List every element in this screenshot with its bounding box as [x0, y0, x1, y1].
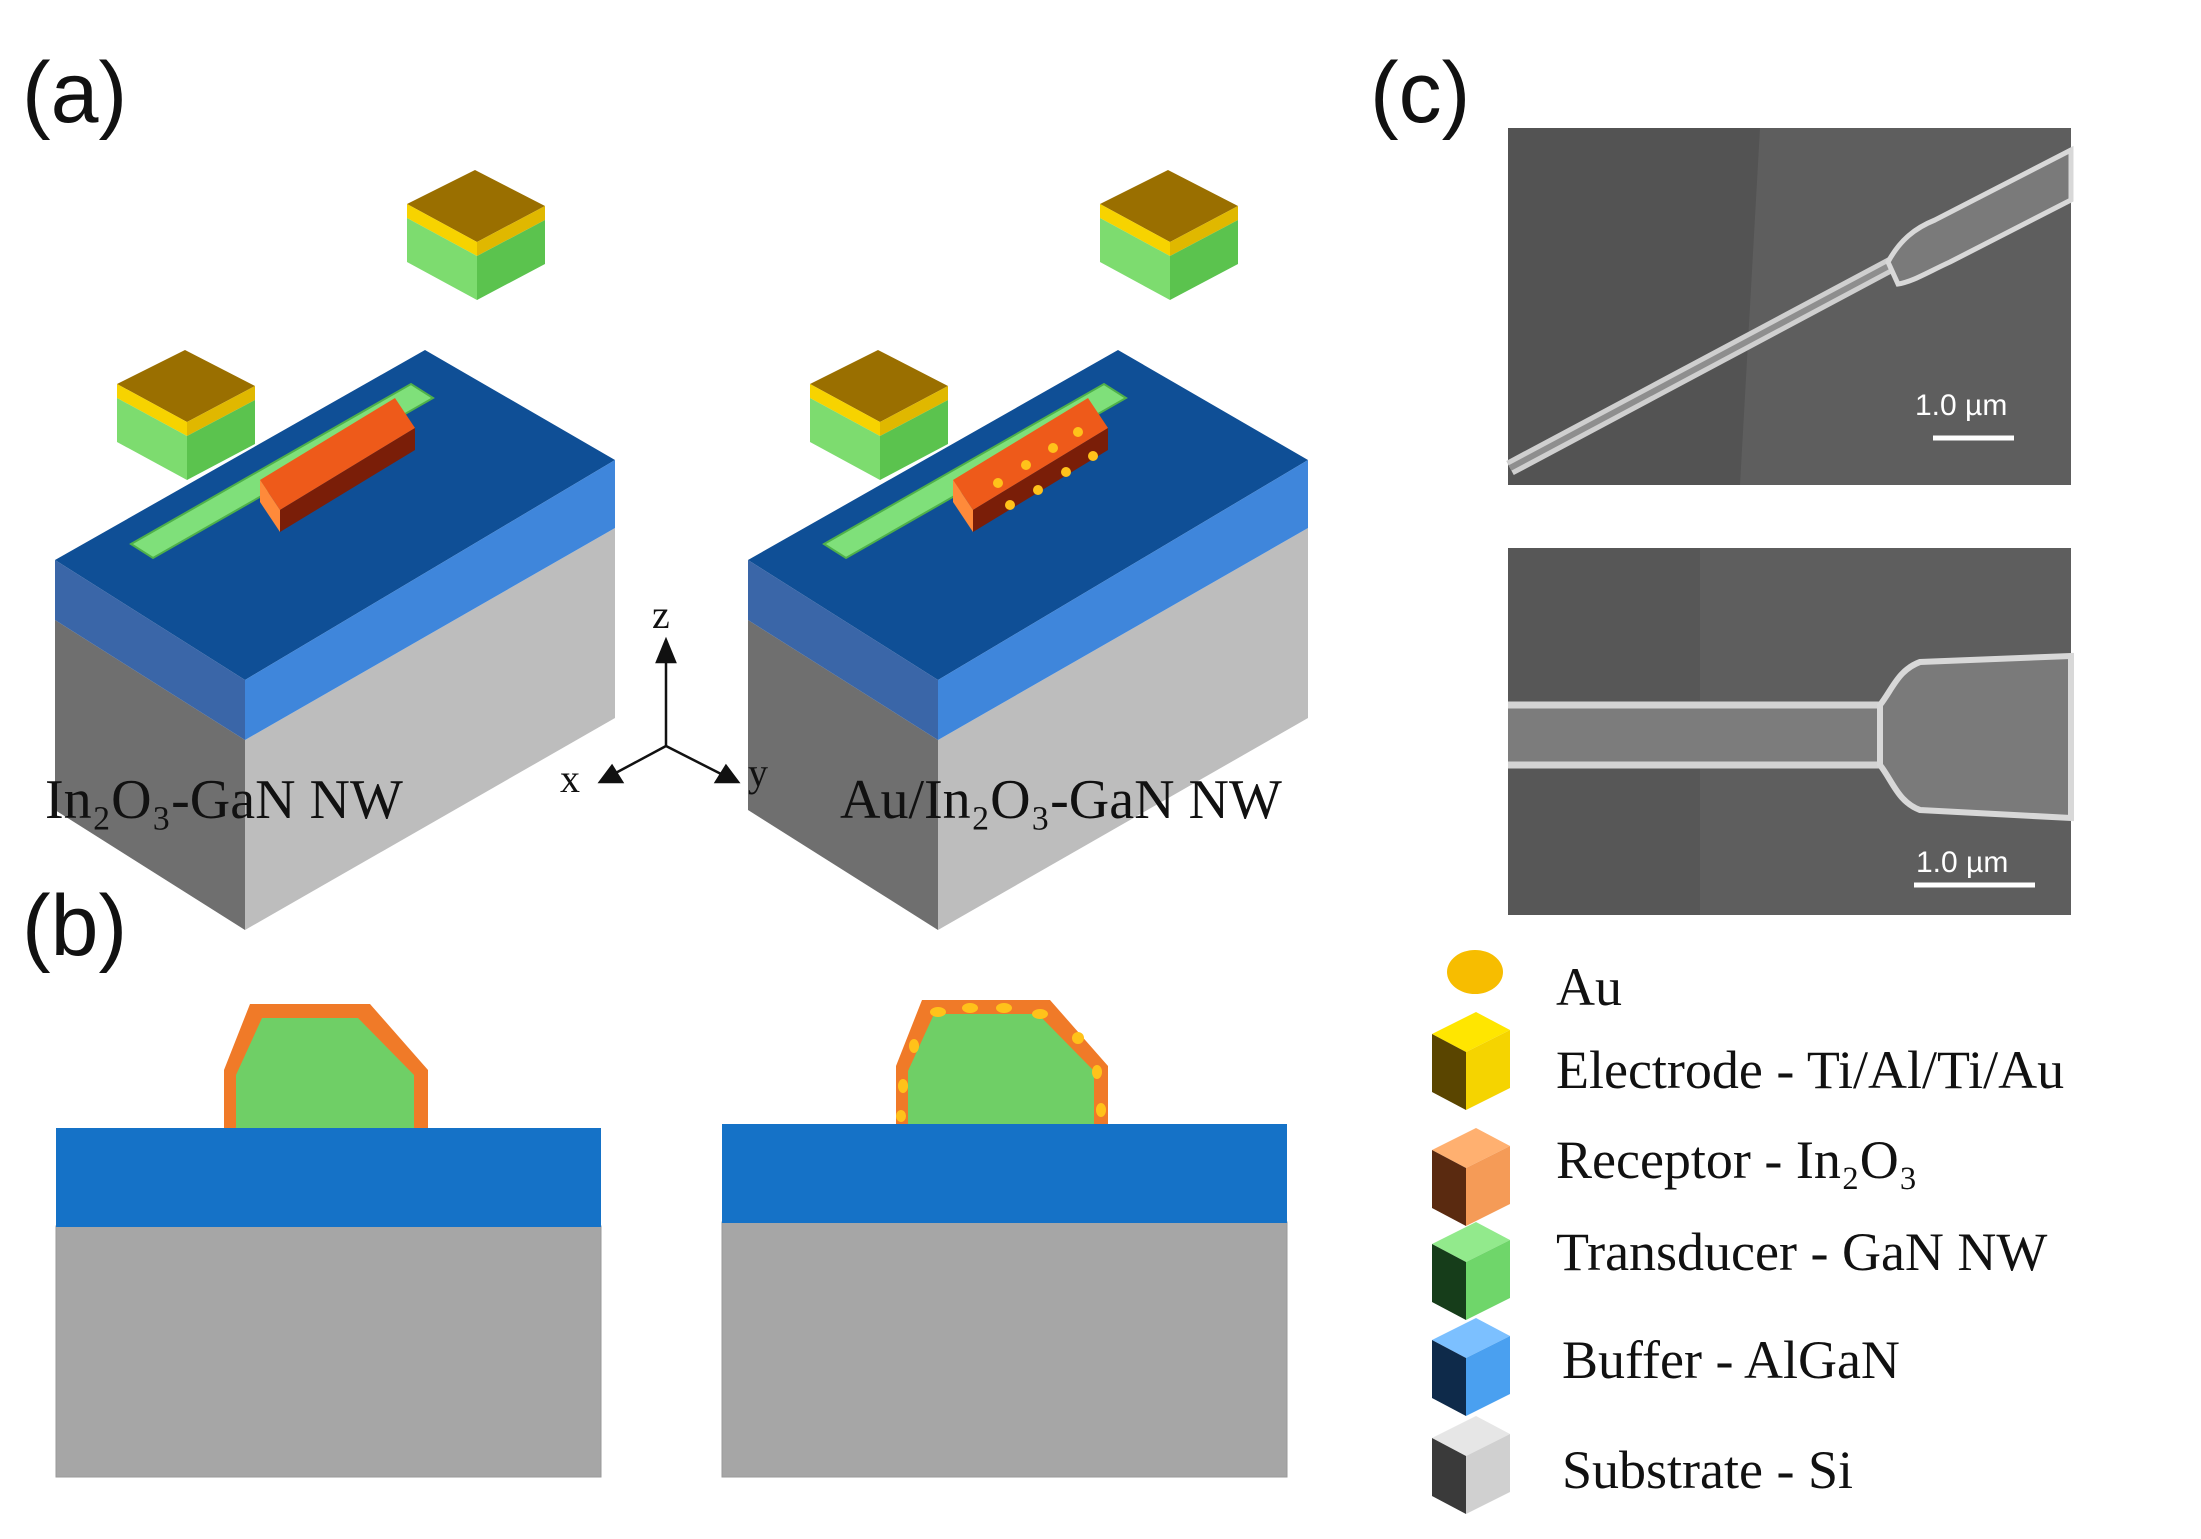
legend: Au Electrode - Ti/Al/Ti/Au Receptor - In… — [1432, 950, 2064, 1514]
sem-image-top: 1.0 µm — [1506, 128, 2074, 485]
axis-y-label: y — [748, 750, 768, 795]
blue-cube-icon — [1432, 1318, 1510, 1416]
panel-label-a: (a) — [22, 45, 127, 141]
legend-label-buffer: Buffer - AlGaN — [1562, 1330, 1900, 1390]
scale-bar-label-top: 1.0 µm — [1915, 389, 2007, 422]
green-cube-icon — [1432, 1222, 1510, 1320]
yellow-cube-icon — [1432, 1012, 1510, 1110]
legend-label-electrode: Electrode - Ti/Al/Ti/Au — [1556, 1040, 2064, 1100]
au-particles-2d — [896, 1003, 1106, 1122]
gray-cube-icon — [1432, 1416, 1510, 1514]
legend-label-transducer: Transducer - GaN NW — [1556, 1222, 2047, 1282]
legend-label-substrate: Substrate - Si — [1562, 1440, 1853, 1500]
axis-z-label: z — [652, 592, 670, 637]
legend-label-receptor: Receptor - In₂O₃ — [1556, 1130, 1918, 1190]
sem-image-bottom: 1.0 µm — [1508, 548, 2074, 915]
panel-label-c: (c) — [1370, 45, 1470, 141]
orange-cube-icon — [1432, 1128, 1510, 1226]
receptor-shell — [260, 398, 415, 510]
cross-section-plain — [55, 1004, 602, 1478]
axis-triad — [597, 636, 741, 784]
cross-section-au — [721, 1000, 1288, 1478]
caption-au-in2o3-gan: Au/In₂O₃-GaN NW — [840, 769, 1282, 831]
device-3d-plain — [54, 170, 616, 931]
device-3d-au — [747, 170, 1309, 931]
au-particles-3d — [993, 427, 1098, 510]
receptor-shell-au — [953, 398, 1108, 510]
caption-in2o3-gan: In₂O₃-GaN NW — [45, 769, 403, 831]
scale-bar-label-bottom: 1.0 µm — [1916, 846, 2008, 879]
au-dot-icon — [1447, 950, 1503, 994]
axis-x-label: x — [560, 756, 580, 801]
legend-label-au: Au — [1556, 957, 1622, 1017]
panel-label-b: (b) — [22, 878, 127, 974]
